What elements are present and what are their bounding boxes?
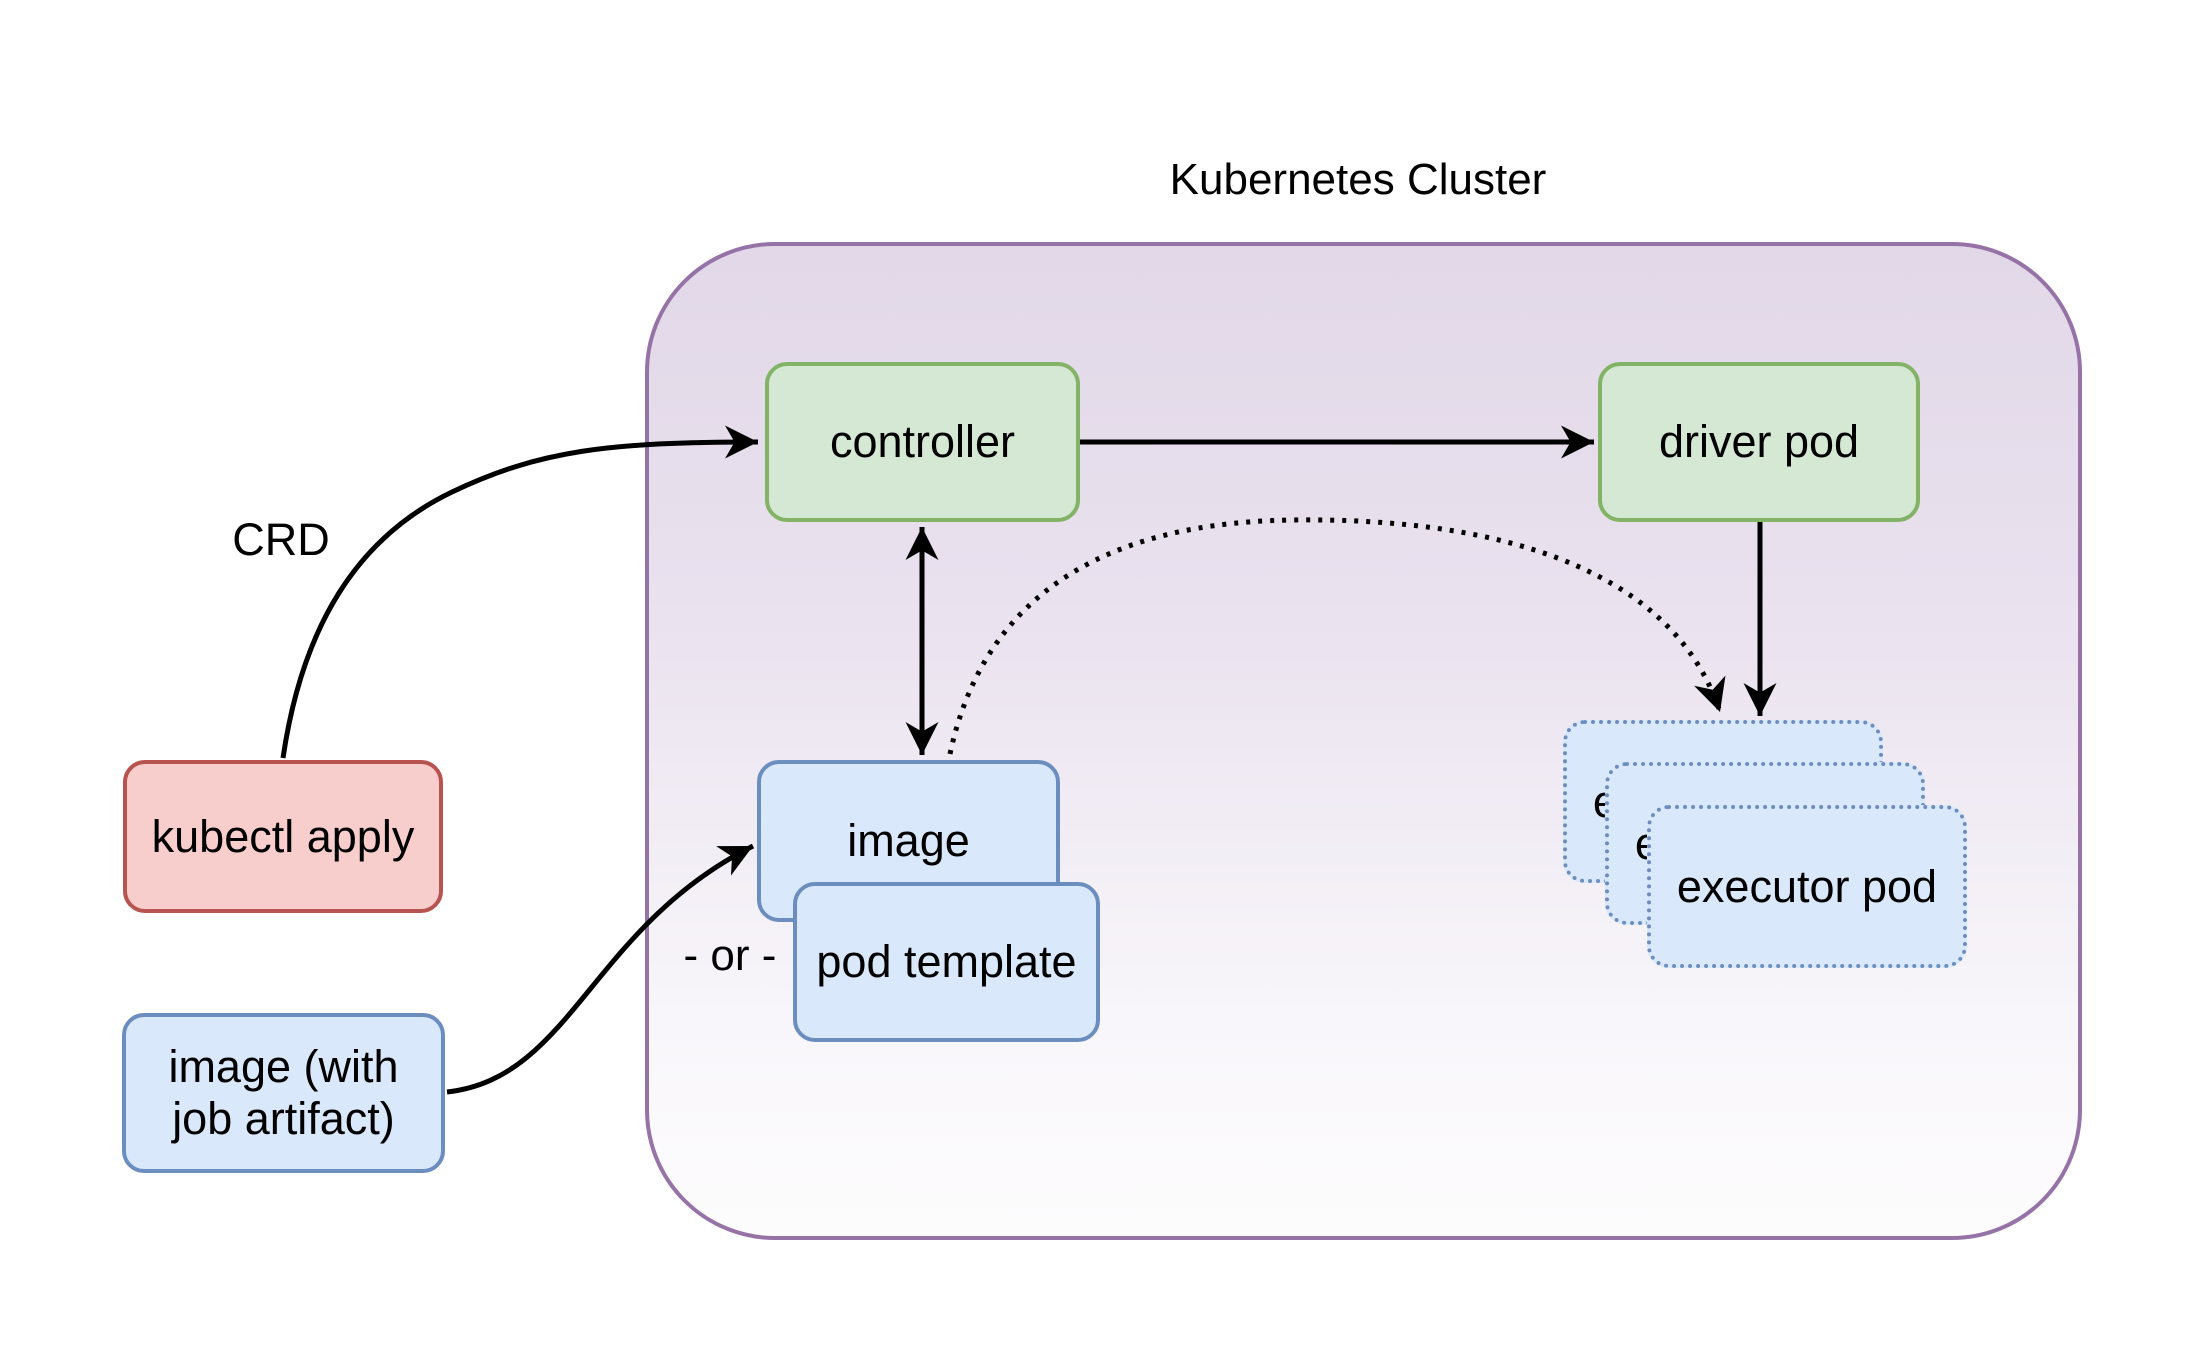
node-label: pod template [816,936,1077,987]
node-kubectl-apply: kubectl apply [123,760,443,913]
node-label: kubectl apply [151,810,415,862]
node-label: executor pod [1676,860,1938,912]
node-executor-pod-1: executor pod [1647,805,1967,968]
edge-label-or: - or - [683,931,777,980]
node-pod-template: pod template [793,882,1100,1042]
node-image-with-job-artifact: image (with job artifact) [122,1013,445,1173]
node-label: image [847,815,970,866]
node-label: controller [829,416,1016,467]
node-controller: controller [765,362,1080,522]
node-label: driver pod [1658,416,1860,467]
node-driver-pod: driver pod [1598,362,1920,522]
node-label: image (with job artifact) [168,1041,399,1144]
cluster-title: Kubernetes Cluster [1169,155,1547,204]
edge-label-crd: CRD [232,514,330,565]
